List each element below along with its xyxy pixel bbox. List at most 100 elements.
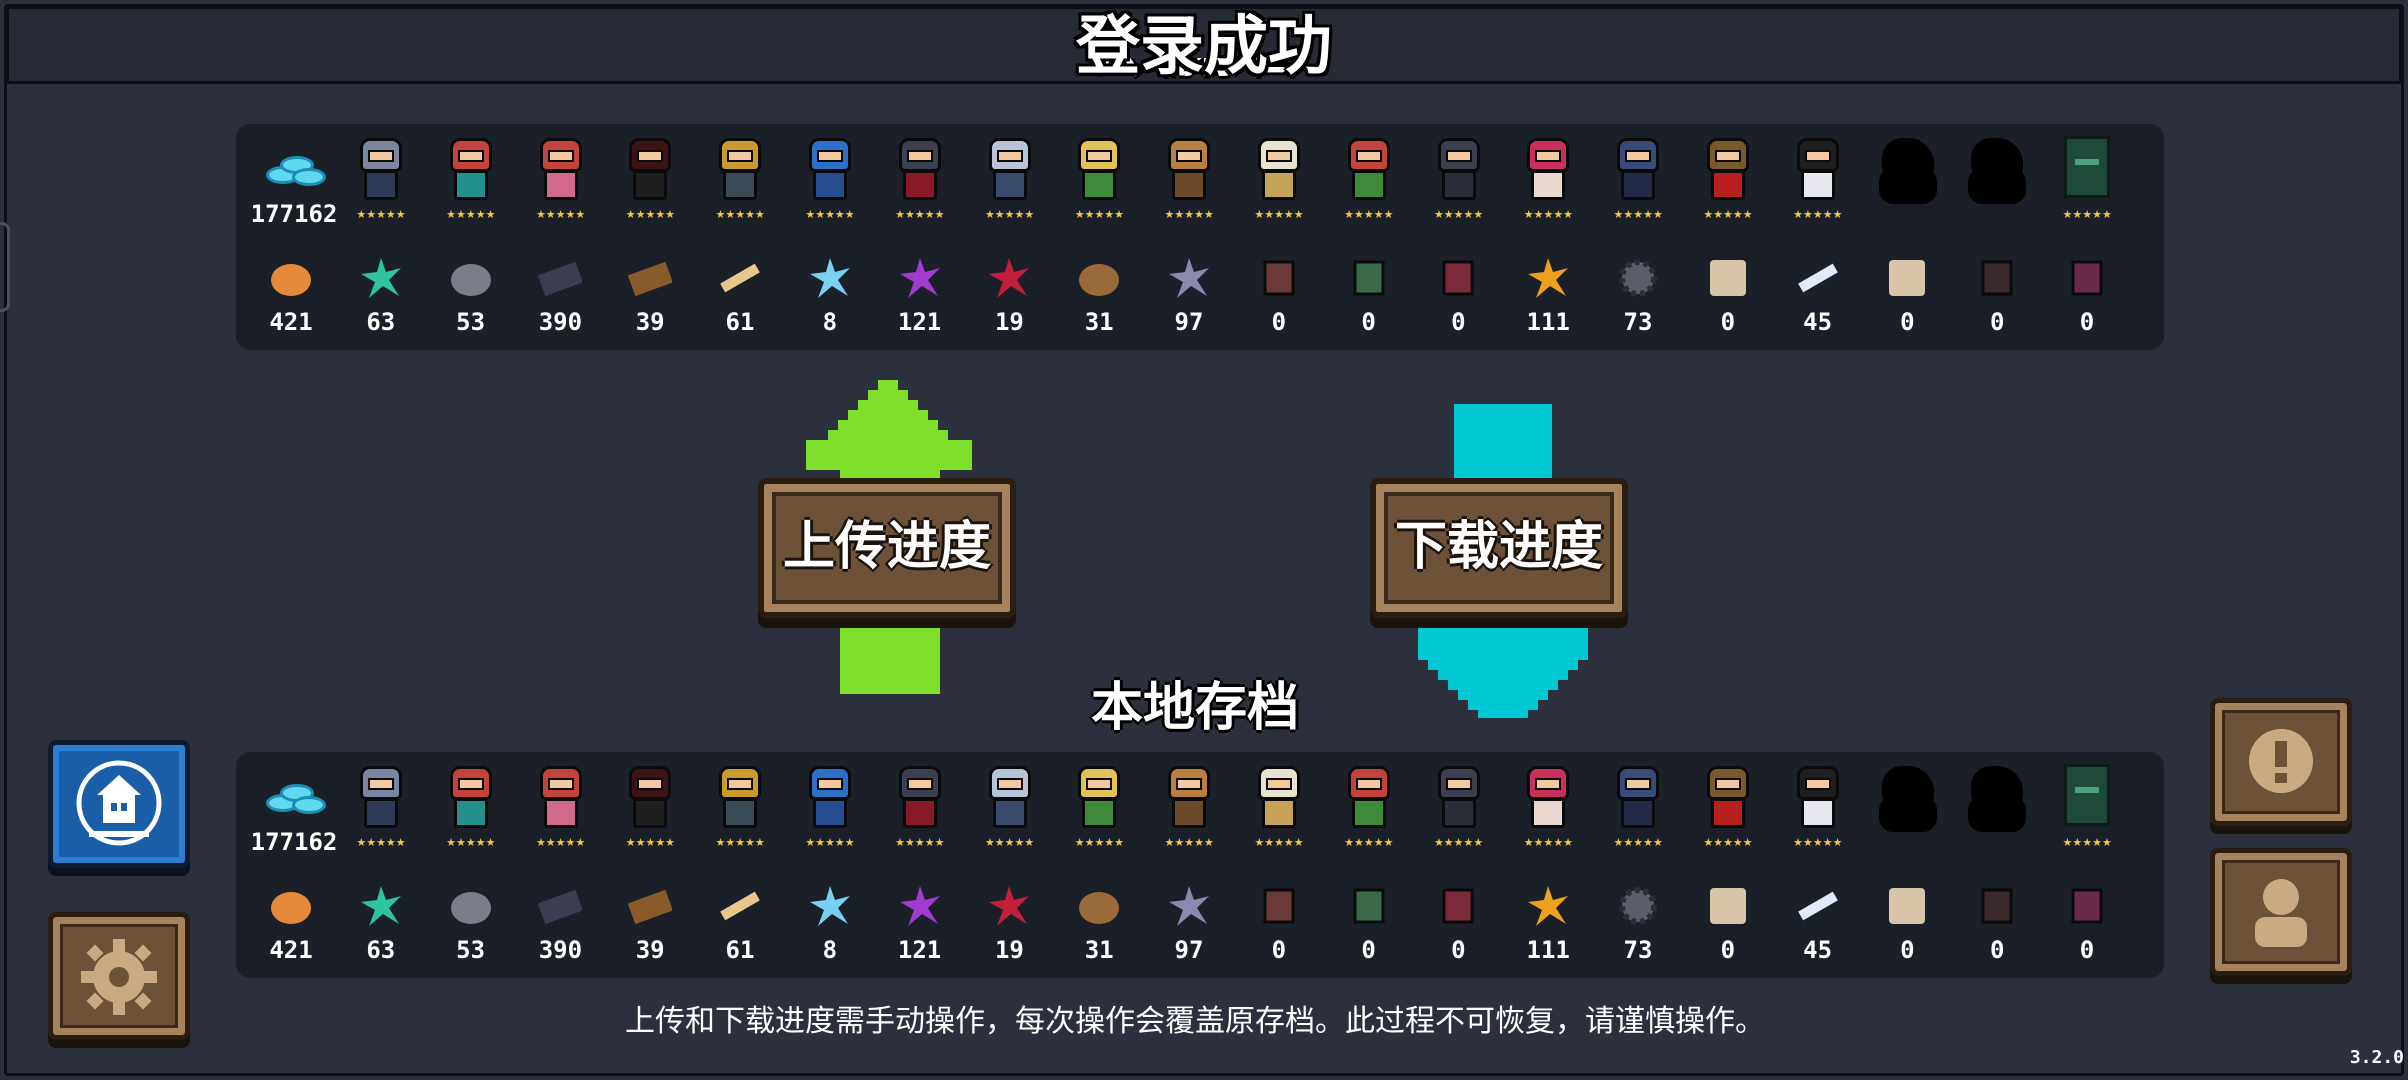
warning-note: 上传和下载进度需手动操作，每次操作会覆盖原存档。此过程不可恢复，请谨慎操作。 (625, 1004, 1765, 1039)
material-scroll-2: 0 (1862, 874, 1952, 978)
material-count: 111 (1526, 936, 1570, 964)
brown-tool-icon (1263, 260, 1295, 296)
hero-vampire: ★★★★★ (875, 132, 965, 242)
hero-witch: ★★★★★ (516, 132, 606, 242)
hero-stars: ★★★★★ (535, 836, 586, 849)
material-gadget: 0 (1952, 246, 2042, 350)
house-logo-button[interactable] (48, 740, 190, 868)
hero-stars: ★★★★★ (1613, 836, 1663, 849)
material-horn: 39 (605, 246, 695, 350)
chest-stars: ★★★★★ (2062, 836, 2112, 849)
hero-demon-icon (1611, 138, 1665, 204)
hero-stars: ★★★★★ (356, 836, 406, 849)
hero-necromancer: ★★★★★ (1503, 132, 1593, 242)
material-count: 0 (1720, 936, 1736, 964)
material-battery: 390 (515, 874, 605, 978)
hero-stars: ★★★★★ (984, 836, 1035, 849)
feather-icon (1797, 891, 1838, 921)
ore-icon (271, 264, 311, 296)
card-icon (2071, 888, 2103, 924)
feather-icon (1797, 263, 1838, 293)
material-count: 0 (1989, 308, 2005, 336)
version-label: 3.2.0 (2349, 1047, 2404, 1068)
material-fire-crystal: 111 (1503, 874, 1593, 978)
shadow-crystal-icon (1169, 886, 1209, 926)
hero-stars: ★★★★★ (805, 208, 855, 221)
hero-stars: ★★★★★ (895, 208, 945, 221)
gem-total: 177162 (250, 200, 338, 228)
hero-stars: ★★★★★ (1793, 208, 1843, 221)
scroll-1-icon (1709, 260, 1746, 296)
material-gadget: 0 (1952, 874, 2042, 978)
hero-robot-icon (803, 138, 857, 204)
ice-crystal-icon (809, 258, 850, 298)
horn-icon (628, 261, 673, 297)
horn-icon (628, 889, 673, 925)
material-shadow-crystal: 97 (1144, 874, 1234, 978)
gem-counter: 177162 (236, 760, 356, 870)
material-ore: 421 (246, 874, 336, 978)
card-icon (2071, 260, 2103, 296)
material-count: 0 (1271, 936, 1287, 964)
material-shell: 31 (1054, 246, 1144, 350)
cloud-save-label: 云端存档 (0, 58, 2390, 108)
hero-stars: ★★★★★ (715, 836, 765, 849)
hero-stars: ★★★★★ (1613, 208, 1663, 221)
chest-icon (2064, 764, 2111, 826)
hero-elf-icon (1072, 766, 1126, 832)
notice-button[interactable] (2210, 698, 2352, 826)
hero-knight: ★★★★★ (336, 132, 426, 242)
hero-werewolf: ★★★★★ (1144, 132, 1234, 242)
hero-locked-1-icon (1878, 138, 1937, 204)
hero-stars: ★★★★★ (625, 208, 676, 221)
material-gear: 73 (1593, 246, 1683, 350)
material-green-part: 0 (1324, 246, 1414, 350)
material-iron-ore: 53 (426, 874, 516, 978)
gear-icon (1619, 259, 1657, 297)
upload-progress-button[interactable]: 上传进度 (758, 478, 1016, 618)
hero-necromancer-icon (1521, 138, 1575, 204)
hero-stars: ★★★★★ (805, 836, 855, 849)
hero-knight: ★★★★★ (336, 760, 426, 870)
material-purple-crystal: 121 (875, 874, 965, 978)
material-count: 97 (1174, 936, 1204, 964)
hero-engineer-icon (713, 138, 767, 204)
hero-stars: ★★★★★ (1433, 208, 1484, 221)
green-part-icon (1353, 260, 1385, 296)
hero-priest: ★★★★★ (1234, 760, 1324, 870)
timber-icon (720, 263, 760, 293)
hero-witch-icon (534, 766, 588, 832)
hero-paladin-icon (983, 766, 1037, 832)
material-count: 61 (725, 308, 755, 336)
hero-berserker-icon (1432, 138, 1486, 204)
profile-button[interactable] (2210, 848, 2352, 976)
ice-crystal-icon (809, 886, 850, 926)
material-count: 421 (269, 936, 313, 964)
material-count: 390 (538, 308, 583, 336)
material-scroll-1: 0 (1683, 246, 1773, 350)
hero-elf: ★★★★★ (1054, 132, 1144, 242)
settings-button[interactable] (48, 912, 190, 1040)
download-progress-button[interactable]: 下载进度 (1370, 478, 1628, 618)
red-leaf-icon (989, 886, 1030, 926)
hero-berserker: ★★★★★ (1414, 132, 1504, 242)
shadow-crystal-icon (1169, 258, 1209, 298)
red-chip-icon (1442, 888, 1474, 924)
gem-icon (266, 778, 328, 818)
material-count: 0 (1451, 936, 1466, 964)
title-bar (6, 6, 2402, 84)
side-tab-handle[interactable] (0, 222, 10, 312)
material-horn: 39 (605, 874, 695, 978)
hero-officer: ★★★★★ (1683, 760, 1773, 870)
material-ice-crystal: 8 (785, 246, 875, 350)
material-feather: 45 (1773, 874, 1863, 978)
person-icon (2255, 879, 2307, 947)
material-count: 39 (635, 308, 665, 336)
material-count: 31 (1084, 308, 1114, 336)
material-ice-crystal: 8 (785, 874, 875, 978)
hero-stars: ★★★★★ (356, 208, 406, 221)
material-count: 0 (1361, 936, 1376, 964)
hero-row: 177162★★★★★★★★★★★★★★★★★★★★★★★★★★★★★★★★★★… (236, 760, 2164, 872)
iron-ore-icon (450, 264, 491, 296)
hero-priest: ★★★★★ (1234, 132, 1324, 242)
